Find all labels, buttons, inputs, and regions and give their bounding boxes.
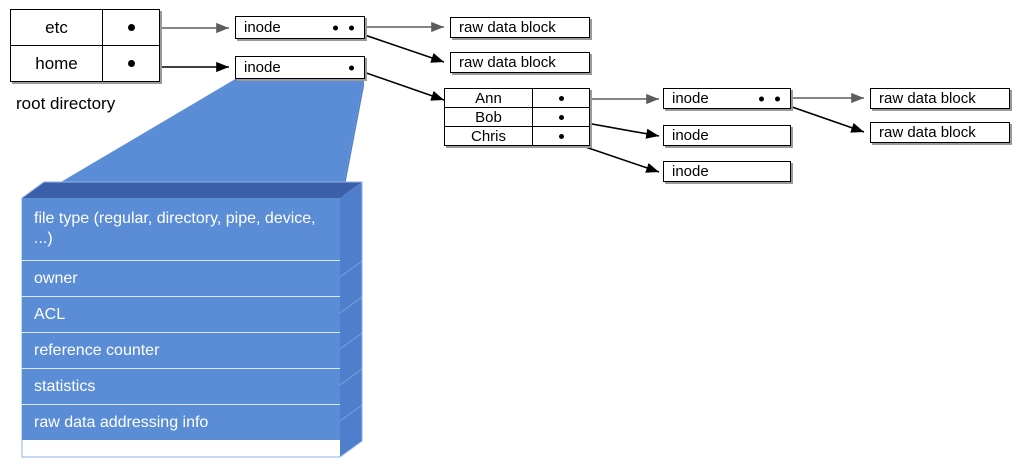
inode-field-owner: owner xyxy=(22,260,340,296)
table-row[interactable]: Ann xyxy=(445,89,589,108)
detail-top-face xyxy=(22,182,362,198)
inode-label: inode xyxy=(672,163,709,180)
raw-data-block-3[interactable]: raw data block xyxy=(870,88,1010,109)
raw-data-block-label: raw data block xyxy=(879,90,976,107)
home-entry-pointer[interactable] xyxy=(533,127,589,145)
inode-box-chris[interactable]: inode xyxy=(663,161,791,182)
raw-data-block-label: raw data block xyxy=(459,54,556,71)
root-entry-name: home xyxy=(11,46,103,81)
raw-data-block-2[interactable]: raw data block xyxy=(450,52,590,73)
zoom-wedge xyxy=(22,78,364,205)
detail-block-outline xyxy=(21,181,363,458)
home-entry-name: Chris xyxy=(445,127,533,145)
table-row[interactable]: Chris xyxy=(445,127,589,145)
pointer-dot-icon xyxy=(127,24,135,31)
pointer-dot-icon xyxy=(558,95,564,101)
inode-field-file-type: file type (regular, directory, pipe, dev… xyxy=(22,198,340,260)
inode-pointer-dots[interactable] xyxy=(333,25,354,30)
pointer-dot-icon xyxy=(558,133,564,139)
raw-data-block-1[interactable]: raw data block xyxy=(450,17,590,38)
inode-field-label: statistics xyxy=(34,377,96,395)
inode-box-bob[interactable]: inode xyxy=(663,125,791,146)
inode-field-label: file type (regular, directory, pipe, dev… xyxy=(34,210,316,247)
inode-field-label: raw data addressing info xyxy=(34,413,209,431)
inode-field-label: ACL xyxy=(34,305,66,323)
inode-box-home[interactable]: inode xyxy=(235,56,365,79)
table-row[interactable]: home xyxy=(11,46,159,81)
home-entry-name: Ann xyxy=(445,89,533,107)
inode-field-acl: ACL xyxy=(22,296,340,332)
inode-pointer-dots[interactable] xyxy=(759,96,780,101)
pointer-dot-icon xyxy=(349,65,354,70)
inode-field-raw-data-addressing: raw data addressing info xyxy=(22,404,340,440)
home-entry-name: Bob xyxy=(445,108,533,126)
inode-box-etc[interactable]: inode xyxy=(235,16,365,39)
pointer-dot-icon xyxy=(333,25,338,30)
inode-field-statistics: statistics xyxy=(22,368,340,404)
inode-box-ann[interactable]: inode xyxy=(663,88,791,109)
home-entry-pointer[interactable] xyxy=(533,108,589,126)
detail-side-face xyxy=(340,182,362,457)
inode-detail-block: file type (regular, directory, pipe, dev… xyxy=(22,198,340,440)
pointer-dot-icon xyxy=(759,96,764,101)
inode-field-reference-counter: reference counter xyxy=(22,332,340,368)
zoom-wedge-side xyxy=(340,78,364,212)
inode-label: inode xyxy=(244,59,281,76)
table-row[interactable]: Bob xyxy=(445,108,589,127)
raw-data-block-label: raw data block xyxy=(879,124,976,141)
raw-data-block-label: raw data block xyxy=(459,19,556,36)
root-entry-pointer[interactable] xyxy=(103,46,159,81)
inode-field-label: owner xyxy=(34,269,78,287)
pointer-dot-icon xyxy=(775,96,780,101)
pointer-dot-icon xyxy=(558,114,564,120)
pointer-dot-icon xyxy=(349,25,354,30)
inode-label: inode xyxy=(244,19,281,36)
inode-pointer-dots[interactable] xyxy=(349,65,354,70)
root-entry-name: etc xyxy=(11,10,103,45)
root-entry-pointer[interactable] xyxy=(103,10,159,45)
root-directory-caption: root directory xyxy=(16,94,116,113)
home-directory-table[interactable]: Ann Bob Chris xyxy=(444,88,590,146)
arrow-inode2-to-home-directory xyxy=(351,67,445,101)
inode-label: inode xyxy=(672,90,709,107)
table-row[interactable]: etc xyxy=(11,10,159,46)
root-directory-table[interactable]: etc home xyxy=(10,9,160,82)
raw-data-block-4[interactable]: raw data block xyxy=(870,122,1010,143)
detail-side-dividers xyxy=(339,260,363,422)
inode-field-label: reference counter xyxy=(34,341,160,359)
home-entry-pointer[interactable] xyxy=(533,89,589,107)
inode-label: inode xyxy=(672,127,709,144)
pointer-dot-icon xyxy=(127,60,135,67)
